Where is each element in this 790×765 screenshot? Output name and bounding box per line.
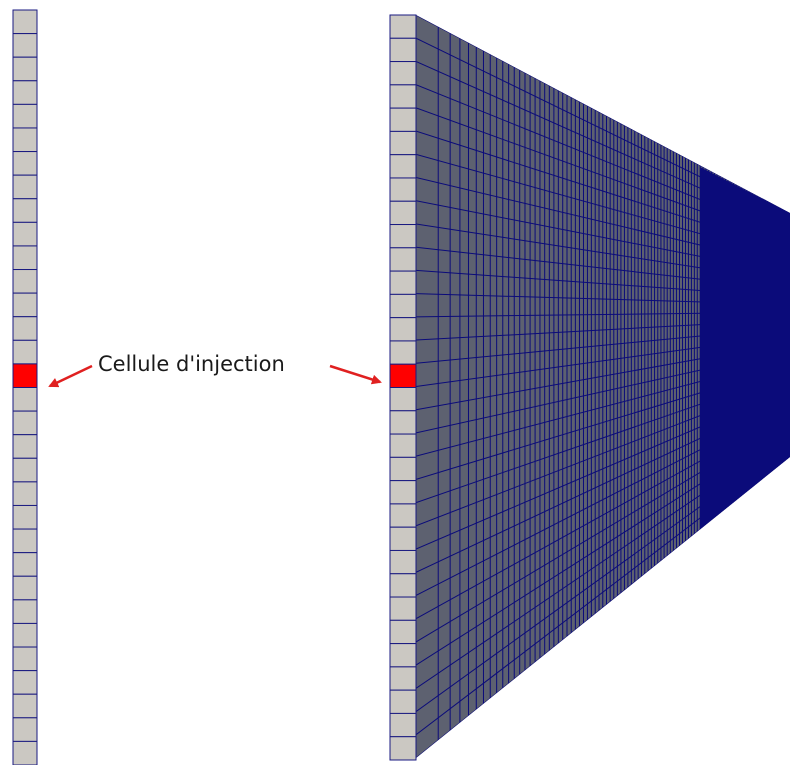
mesh-cell xyxy=(389,666,417,691)
mesh-cell xyxy=(12,245,38,271)
mesh-cell xyxy=(12,339,38,365)
mesh-cell xyxy=(12,221,38,247)
mesh-cell xyxy=(12,387,38,412)
mesh-cell xyxy=(12,717,38,742)
mesh-cell xyxy=(389,736,417,761)
mesh-cell xyxy=(389,387,417,412)
mesh-cell xyxy=(389,689,417,714)
mesh-cell xyxy=(12,410,38,436)
left-cell-column xyxy=(12,9,38,765)
mesh-cell xyxy=(389,84,417,109)
mesh-cell xyxy=(389,293,417,319)
mesh-cell xyxy=(389,340,417,365)
mesh-cell xyxy=(12,434,38,459)
mesh-cell xyxy=(12,33,38,58)
mesh-cell xyxy=(389,456,417,482)
mesh-cell xyxy=(12,269,38,294)
mesh-cell xyxy=(12,481,38,506)
mesh-cell xyxy=(389,480,417,505)
mesh-cell xyxy=(389,317,417,342)
mesh-cell xyxy=(12,599,38,624)
mesh-cell xyxy=(389,130,417,156)
radial-mesh-wedge xyxy=(416,15,790,758)
mesh-cell xyxy=(12,622,38,648)
mesh-cell xyxy=(12,316,38,341)
mesh-cell xyxy=(12,151,38,176)
injection-cell-label: Cellule d'injection xyxy=(98,352,285,376)
mesh-cell xyxy=(389,643,417,668)
injection-cell xyxy=(12,363,38,388)
mesh-cell xyxy=(389,712,417,738)
mesh-cell xyxy=(389,619,417,645)
mesh-cell xyxy=(12,174,38,200)
mesh-cell xyxy=(389,154,417,179)
mesh-cell xyxy=(389,270,417,295)
mesh-cell xyxy=(12,198,38,223)
mesh-cell xyxy=(12,575,38,601)
mesh-cell xyxy=(389,224,417,249)
mesh-cell xyxy=(12,127,38,153)
mesh-cell xyxy=(12,56,38,82)
arrow-to-right-injection-cell xyxy=(329,364,382,385)
mesh-cell xyxy=(12,552,38,577)
mesh-cell xyxy=(389,433,417,458)
mesh-cell xyxy=(389,107,417,132)
mesh-cell xyxy=(389,549,417,575)
injection-cell xyxy=(389,363,417,388)
mesh-cell xyxy=(12,80,38,105)
mesh-cell xyxy=(12,670,38,695)
mesh-cell xyxy=(389,200,417,226)
mesh-cell xyxy=(12,292,38,318)
mesh-cell xyxy=(12,646,38,672)
mesh-cell xyxy=(12,528,38,554)
mesh-cell xyxy=(389,177,417,202)
mesh-cell xyxy=(12,504,38,530)
arrow-to-left-injection-cell xyxy=(48,364,93,388)
mesh-cell xyxy=(389,410,417,435)
mesh-cell xyxy=(12,103,38,129)
dense-mesh-region xyxy=(700,167,790,530)
mesh-cell xyxy=(12,457,38,483)
mesh-cell xyxy=(389,61,417,86)
mesh-cell xyxy=(389,573,417,598)
mesh-cell xyxy=(12,9,38,35)
mesh-cell xyxy=(389,503,417,528)
right-cell-column xyxy=(389,14,417,761)
mesh-cell xyxy=(12,693,38,719)
mesh-cell xyxy=(389,247,417,272)
mesh-cell xyxy=(389,526,417,551)
mesh-cell xyxy=(389,596,417,621)
mesh-cell xyxy=(389,14,417,39)
mesh-cell xyxy=(389,37,417,63)
mesh-cell xyxy=(12,740,38,765)
